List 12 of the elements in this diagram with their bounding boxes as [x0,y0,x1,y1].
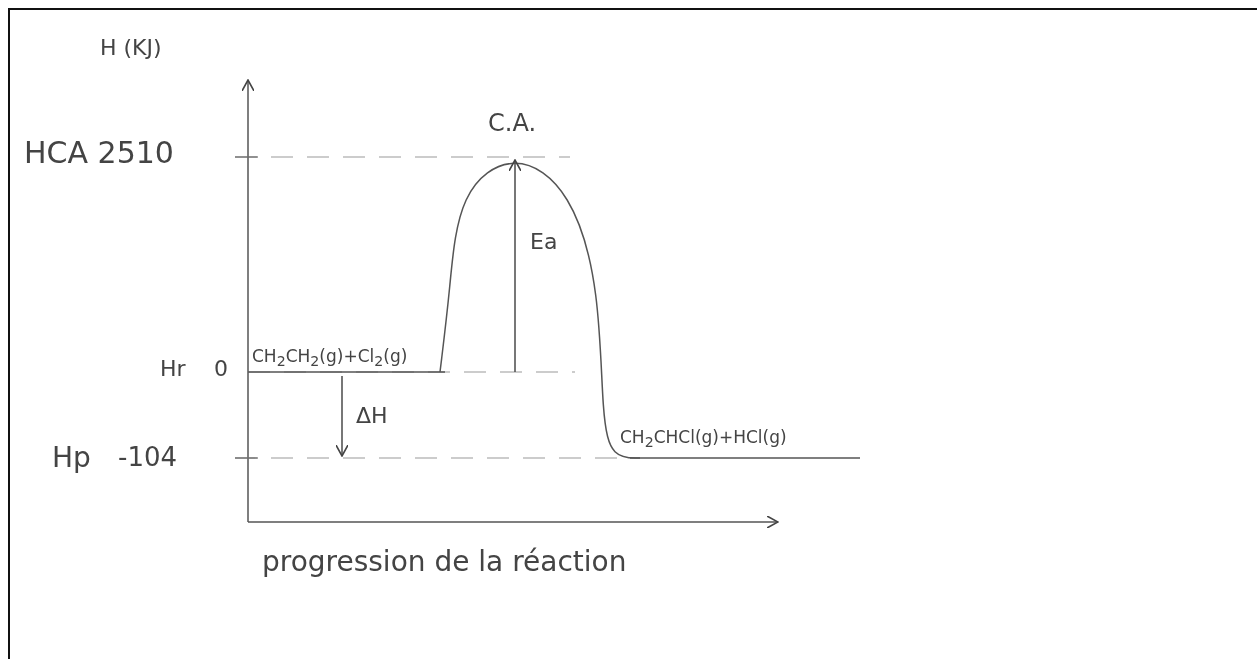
axis-value: Hp [52,443,91,474]
axis-value: Hr [160,357,186,382]
axis-value: 0 [214,357,228,382]
axis-value: HCA 2510 [24,136,174,169]
reactants-label: CH$_{2}$CH$_{2}$(g)+Cl$_{2}$(g) [252,347,408,370]
axis-title: progression de la réaction [262,547,627,578]
axis-value: -104 [118,443,177,472]
energy-label: ΔH [356,404,388,429]
energy-label: Ea [530,230,558,255]
axis-title: H (KJ) [100,36,162,61]
peak-label: C.A. [488,110,536,137]
products-label: CH$_{2}$CHCl(g)+HCl(g) [620,428,787,451]
